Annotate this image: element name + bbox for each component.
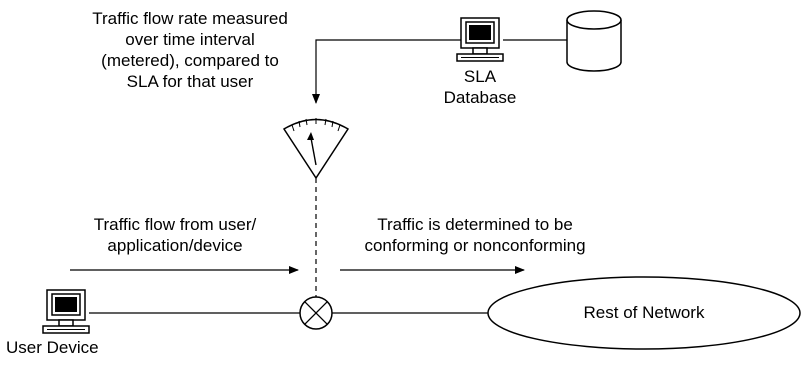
meter-description-line: Traffic flow rate measured: [92, 9, 288, 28]
crossed-circle-icon: [299, 296, 333, 330]
conformance-line: conforming or nonconforming: [364, 236, 586, 255]
meter-gauge-icon: [282, 118, 350, 180]
user-device-computer-icon: [42, 289, 90, 334]
sla-label-line: Database: [443, 88, 517, 107]
meter-description-line: over time interval: [125, 30, 255, 49]
sla-database-label: SLA Database: [420, 66, 540, 108]
meter-description-line: (metered), compared to: [101, 51, 279, 70]
user-traffic-label: Traffic flow from user/ application/devi…: [50, 214, 300, 256]
rest-of-network-label: Rest of Network: [583, 303, 705, 322]
sla-label-line: SLA: [463, 67, 497, 86]
database-cylinder-icon: [566, 10, 622, 72]
user-device-label: User Device: [6, 338, 99, 357]
meter-description: Traffic flow rate measured over time int…: [40, 8, 340, 92]
user-traffic-line: application/device: [107, 236, 243, 255]
conformance-label: Traffic is determined to be conforming o…: [330, 214, 620, 256]
rest-of-network-ellipse: [487, 276, 801, 350]
sla-to-meter-line: [312, 39, 461, 104]
conformance-line: Traffic is determined to be: [377, 215, 573, 234]
sla-computer-icon: [456, 17, 504, 62]
user-traffic-line: Traffic flow from user/: [93, 215, 257, 234]
meter-description-line: SLA for that user: [126, 72, 254, 91]
